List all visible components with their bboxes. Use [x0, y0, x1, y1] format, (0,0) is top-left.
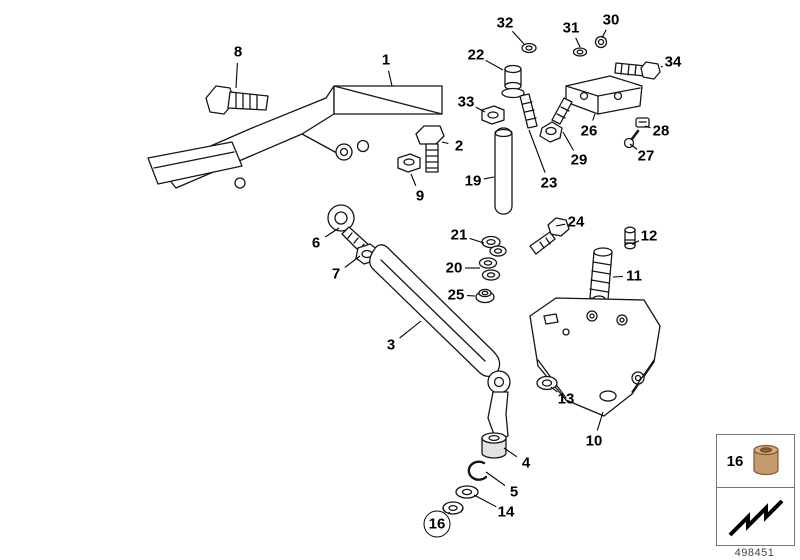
inset-part-number[interactable]: 16	[726, 452, 744, 470]
part-1-pedal-bracket	[147, 85, 443, 189]
callout-12[interactable]: 12	[640, 227, 658, 245]
callout-21[interactable]: 21	[450, 226, 468, 244]
leader-line-2	[441, 141, 449, 145]
callout-8[interactable]: 8	[233, 43, 243, 61]
leader-line-19	[483, 176, 495, 180]
callout-9[interactable]: 9	[415, 187, 425, 205]
part-16-nut	[442, 501, 464, 515]
callout-26[interactable]: 26	[580, 122, 598, 140]
leader-line-21	[469, 237, 485, 244]
leader-line-1	[387, 70, 393, 87]
callout-6[interactable]: 6	[311, 234, 321, 252]
callout-1[interactable]: 1	[381, 51, 391, 69]
leader-line-32	[511, 30, 525, 45]
callout-13[interactable]: 13	[557, 390, 575, 408]
callout-23[interactable]: 23	[540, 174, 558, 192]
part-34-bolt	[614, 61, 661, 80]
leader-line-8	[235, 62, 238, 89]
leader-line-9	[410, 173, 417, 187]
leader-line-31	[575, 37, 581, 48]
leader-line-30	[601, 29, 607, 39]
leader-line-24	[555, 223, 566, 227]
part-12-pin	[624, 226, 636, 250]
leader-line-29	[562, 131, 574, 151]
callout-22[interactable]: 22	[467, 46, 485, 64]
callout-10[interactable]: 10	[585, 432, 603, 450]
callout-25[interactable]: 25	[447, 286, 465, 304]
callout-28[interactable]: 28	[652, 122, 670, 140]
leader-line-7	[344, 255, 361, 268]
page-reference-icon	[728, 499, 783, 536]
part-25-nut	[475, 288, 495, 304]
callout-16[interactable]: 16	[423, 510, 451, 538]
diagram-code: 498451	[734, 547, 775, 559]
leader-line-14	[473, 494, 497, 508]
part-6-eye-bolt	[327, 204, 371, 255]
callout-27[interactable]: 27	[637, 147, 655, 165]
part-24-bolt	[529, 217, 570, 255]
callout-33[interactable]: 33	[457, 93, 475, 111]
leader-line-16	[447, 511, 451, 515]
leader-line-27	[629, 143, 638, 150]
callout-30[interactable]: 30	[602, 11, 620, 29]
leader-line-12	[631, 240, 640, 245]
callout-4[interactable]: 4	[521, 454, 531, 472]
leader-line-6	[324, 227, 340, 238]
part-7-nut	[355, 243, 379, 265]
part-22-bushing	[501, 64, 525, 99]
leader-line-26	[592, 113, 596, 121]
part-11-spring-bolt	[589, 247, 613, 303]
part-30-nut	[594, 35, 608, 49]
callout-5[interactable]: 5	[509, 483, 519, 501]
part-4-bushing	[481, 432, 507, 459]
callout-31[interactable]: 31	[562, 19, 580, 37]
part-26-bracket	[565, 75, 643, 115]
leader-line-11	[612, 275, 624, 278]
leader-line-33	[475, 106, 486, 113]
part-29-bolt	[539, 97, 573, 143]
inset-symbol-cell[interactable]	[717, 488, 794, 545]
leader-line-22	[485, 59, 504, 71]
part-31-washer	[572, 47, 588, 57]
callout-29[interactable]: 29	[570, 151, 588, 169]
leader-line-23	[528, 129, 546, 173]
bushing-icon	[753, 444, 779, 476]
callout-19[interactable]: 19	[464, 172, 482, 190]
leader-line-28	[644, 125, 651, 129]
part-5-snap-ring	[467, 460, 488, 481]
callout-11[interactable]: 11	[626, 267, 642, 285]
leader-line-4	[503, 447, 518, 458]
part-21-washers	[481, 235, 507, 257]
part-13-washer	[536, 375, 558, 391]
callout-34[interactable]: 34	[664, 53, 682, 71]
part-20-washers	[478, 257, 501, 281]
callout-14[interactable]: 14	[497, 503, 515, 521]
part-28-clip	[635, 117, 650, 128]
part-14-washer	[455, 485, 479, 499]
inset-panel[interactable]: 16	[716, 434, 795, 546]
leader-line-5	[485, 471, 506, 487]
part-27-screw	[623, 129, 640, 149]
part-9-nut	[397, 153, 421, 173]
part-2-bolt	[415, 125, 445, 173]
callout-24[interactable]: 24	[567, 213, 585, 231]
part-23-stud	[519, 93, 538, 129]
callout-32[interactable]: 32	[496, 14, 514, 32]
inset-part-cell[interactable]: 16	[717, 435, 794, 488]
part-8-bolt	[205, 85, 269, 115]
part-33-nut	[481, 105, 505, 125]
callout-20[interactable]: 20	[445, 259, 463, 277]
part-32-washer	[521, 42, 537, 54]
leader-line-13	[550, 386, 558, 393]
part-19-rod	[494, 127, 513, 215]
callout-7[interactable]: 7	[331, 265, 341, 283]
callout-2[interactable]: 2	[454, 137, 464, 155]
leader-line-3	[399, 320, 422, 339]
part-10-mounting-plate	[529, 297, 661, 417]
leader-line-10	[596, 411, 604, 431]
callout-3[interactable]: 3	[386, 336, 396, 354]
leader-line-34	[660, 65, 664, 68]
